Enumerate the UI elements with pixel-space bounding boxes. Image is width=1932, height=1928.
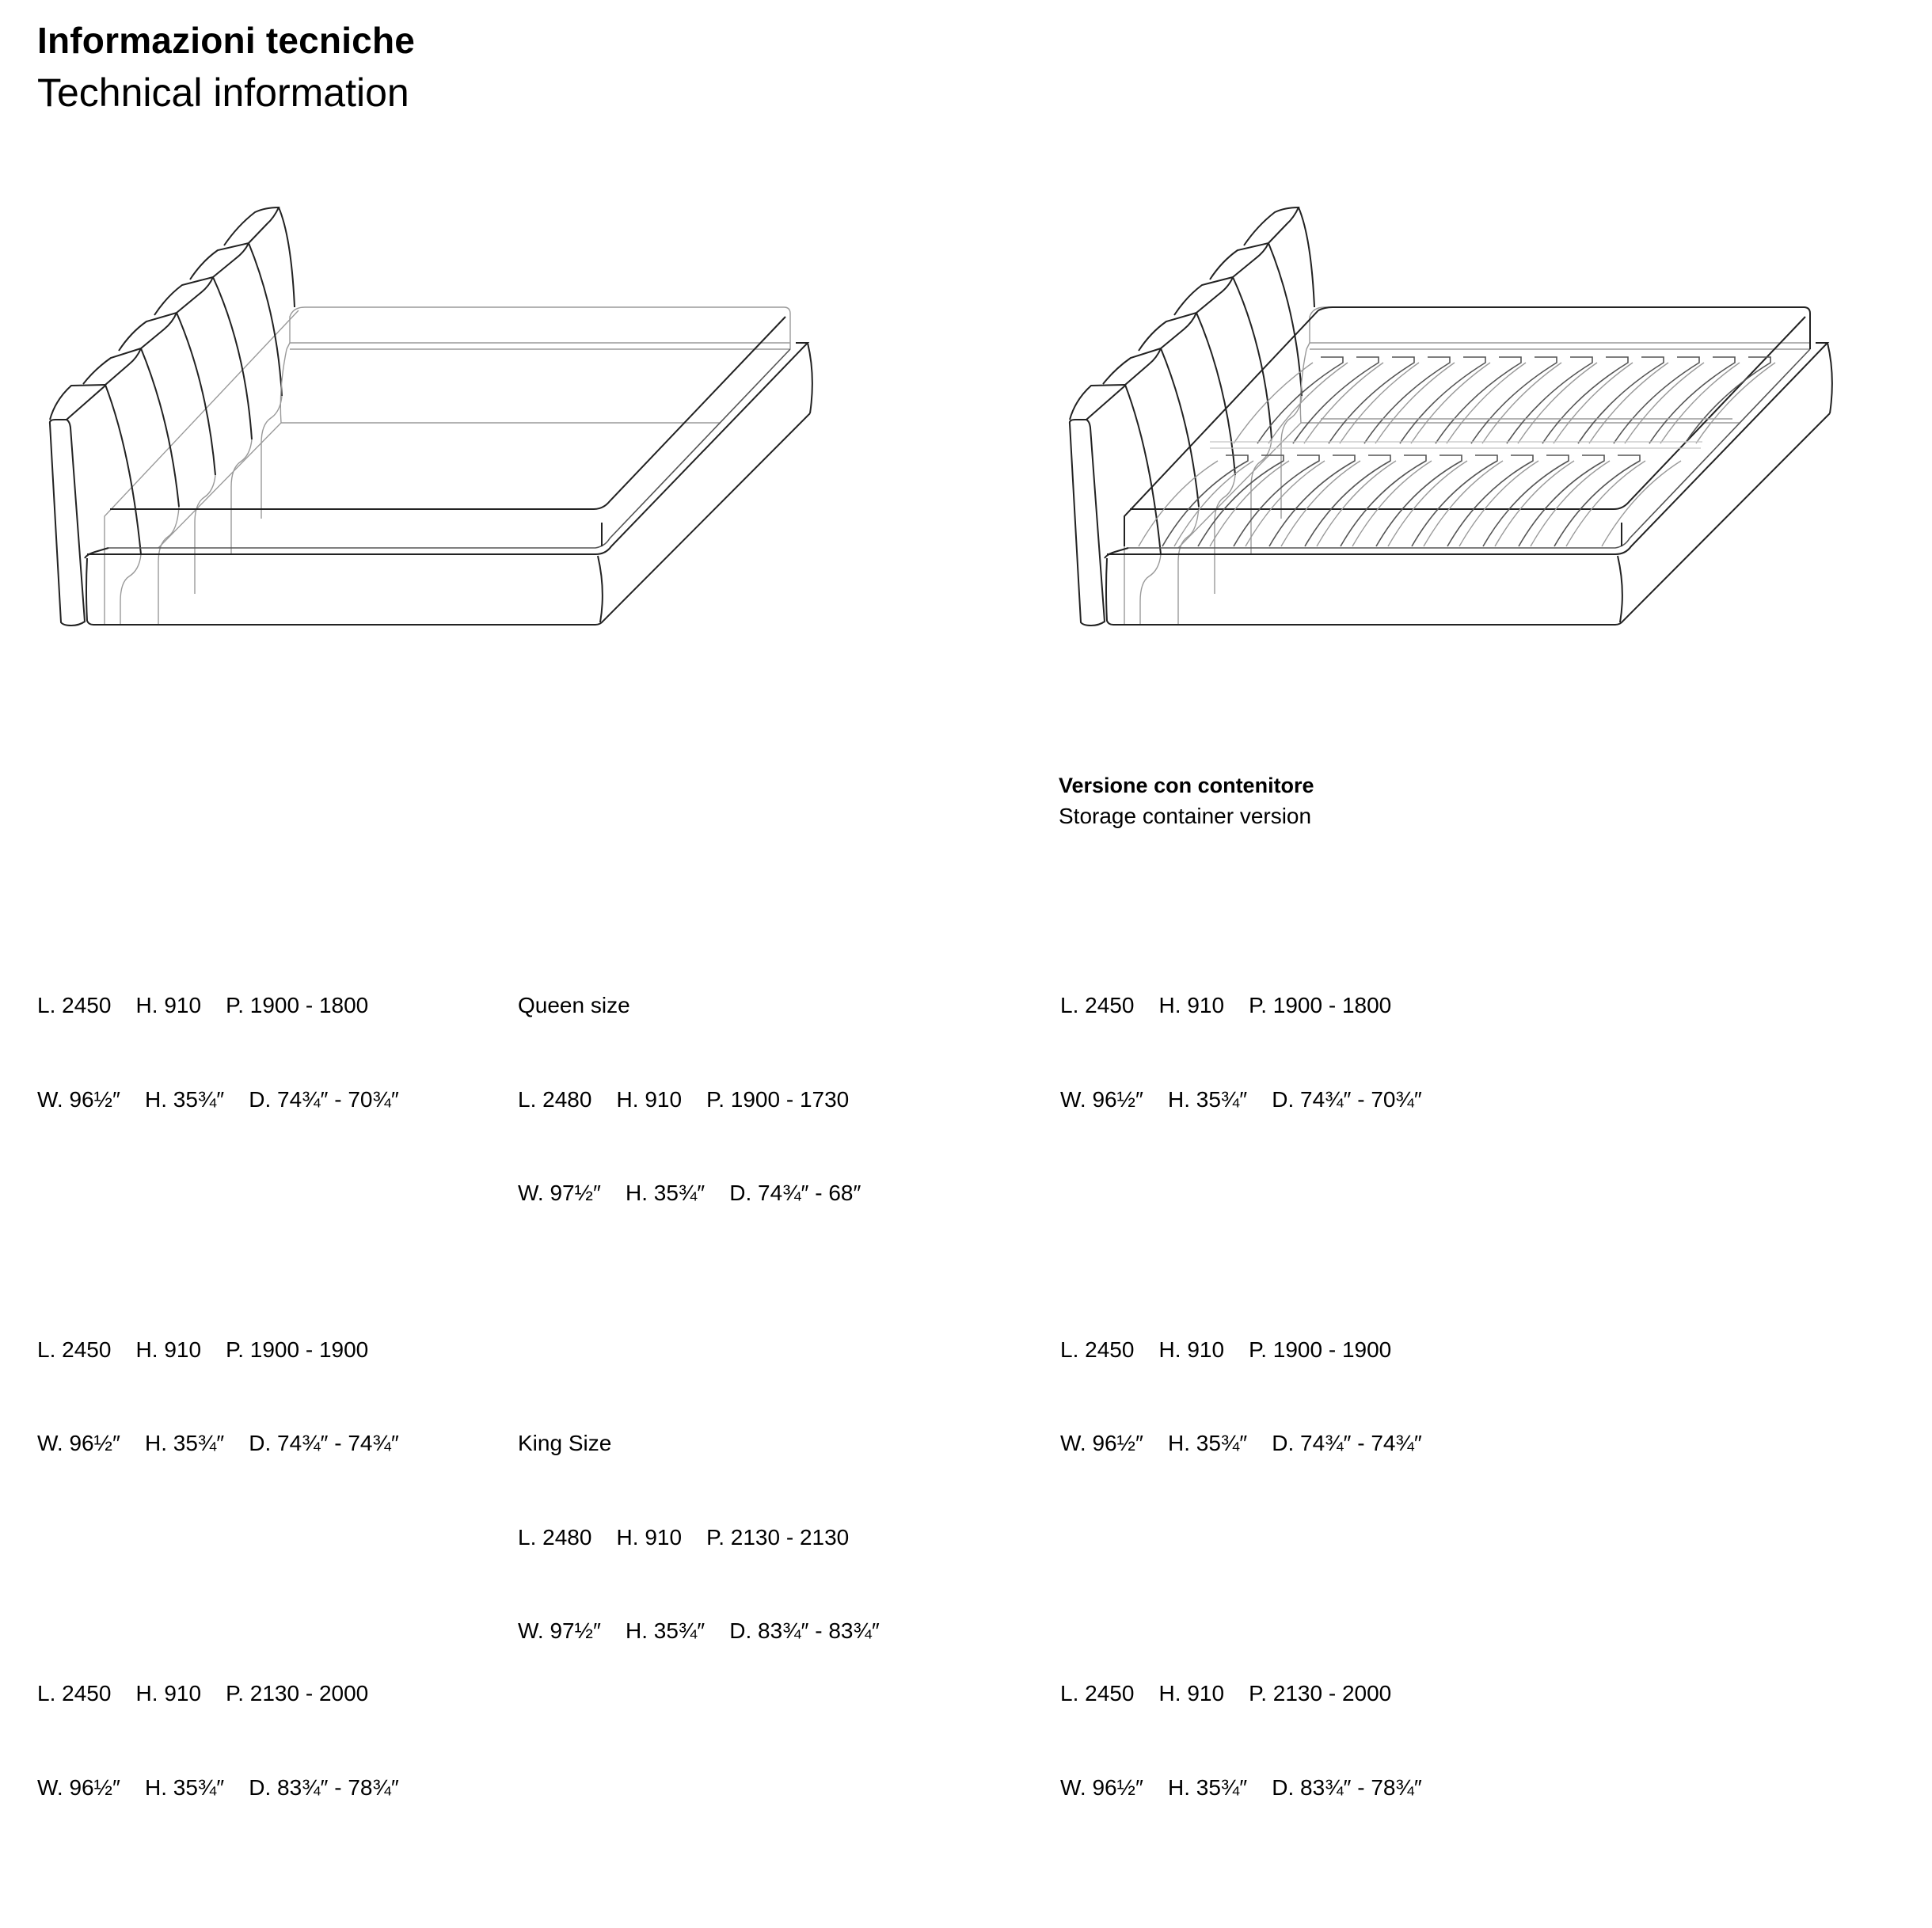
bed-drawing-standard xyxy=(48,207,813,626)
dimension-block: L. 2450 H. 910 P. 1900 - 1800 W. 96½″ H.… xyxy=(37,927,399,1177)
imperial-dimensions: W. 96½″ H. 35¾″ D. 74¾″ - 74¾″ xyxy=(37,1431,399,1455)
metric-dimensions: L. 2450 H. 910 P. 1900 - 1800 xyxy=(37,993,369,1017)
metric-dimensions: L. 2450 H. 910 P. 1900 - 1900 xyxy=(1060,1337,1392,1362)
metric-dimensions: L. 2450 H. 910 P. 2130 - 2000 xyxy=(1060,1681,1392,1706)
storage-version-title-english: Storage container version xyxy=(1059,804,1312,828)
imperial-dimensions: W. 96½″ H. 35¾″ D. 83¾″ - 78¾″ xyxy=(37,1774,399,1800)
imperial-dimensions: W. 96½″ H. 35¾″ D. 74¾″ - 70¾″ xyxy=(1060,1086,1422,1112)
dimension-block: L. 2450 H. 910 P. 2130 - 2000 W. 96½″ H.… xyxy=(37,1615,399,1865)
dimension-block: L. 2450 H. 910 P. 1900 - 1900 W. 96½″ H.… xyxy=(1060,1272,1422,1522)
metric-dimensions: L. 2480 H. 910 P. 1900 - 1730 xyxy=(518,1086,850,1112)
dimension-block: L. 2450 H. 910 P. 2130 - 2000 W. 96½″ H.… xyxy=(1060,1615,1422,1865)
dimension-block: L. 2450 H. 910 P. 1900 - 1800 W. 96½″ H.… xyxy=(1060,927,1422,1177)
us-size-dimensions: Queen size L. 2480 H. 910 P. 1900 - 1730… xyxy=(518,865,880,1772)
imperial-dimensions: W. 96½″ H. 35¾″ D. 74¾″ - 70¾″ xyxy=(37,1086,399,1112)
metric-dimensions: L. 2480 H. 910 P. 2130 - 2130 xyxy=(518,1524,850,1550)
king-size-block: King Size L. 2480 H. 910 P. 2130 - 2130 … xyxy=(518,1365,880,1709)
imperial-dimensions: W. 96½″ H. 35¾″ D. 74¾″ - 74¾″ xyxy=(1060,1431,1422,1455)
metric-dimensions: L. 2450 H. 910 P. 2130 - 2000 xyxy=(37,1681,369,1706)
queen-size-block: Queen size L. 2480 H. 910 P. 1900 - 1730… xyxy=(518,927,880,1272)
page-title-english: Technical information xyxy=(37,70,409,115)
imperial-dimensions: W. 97½″ H. 35¾″ D. 74¾″ - 68″ xyxy=(518,1181,861,1205)
imperial-dimensions: W. 97½″ H. 35¾″ D. 83¾″ - 83¾″ xyxy=(518,1618,880,1643)
size-label: King Size xyxy=(518,1431,612,1455)
storage-version-title-italian: Versione con contenitore xyxy=(1059,774,1314,797)
metric-dimensions: L. 2450 H. 910 P. 1900 - 1900 xyxy=(37,1337,369,1362)
imperial-dimensions: W. 96½″ H. 35¾″ D. 83¾″ - 78¾″ xyxy=(1060,1774,1422,1800)
dimension-block: L. 2450 H. 910 P. 1900 - 1900 W. 96½″ H.… xyxy=(37,1272,399,1522)
bed-drawings xyxy=(48,207,1833,626)
page-title-italian: Informazioni tecniche xyxy=(37,20,416,61)
storage-version-heading: Versione con contenitore Storage contain… xyxy=(1059,770,1314,831)
metric-dimensions: L. 2450 H. 910 P. 1900 - 1800 xyxy=(1060,993,1392,1017)
size-label: Queen size xyxy=(518,993,630,1017)
standard-dimensions: L. 2450 H. 910 P. 1900 - 1800 W. 96½″ H.… xyxy=(37,865,399,1928)
storage-version-dimensions: L. 2450 H. 910 P. 1900 - 1800 W. 96½″ H.… xyxy=(1060,865,1422,1928)
bed-drawing-storage xyxy=(1068,207,1833,626)
